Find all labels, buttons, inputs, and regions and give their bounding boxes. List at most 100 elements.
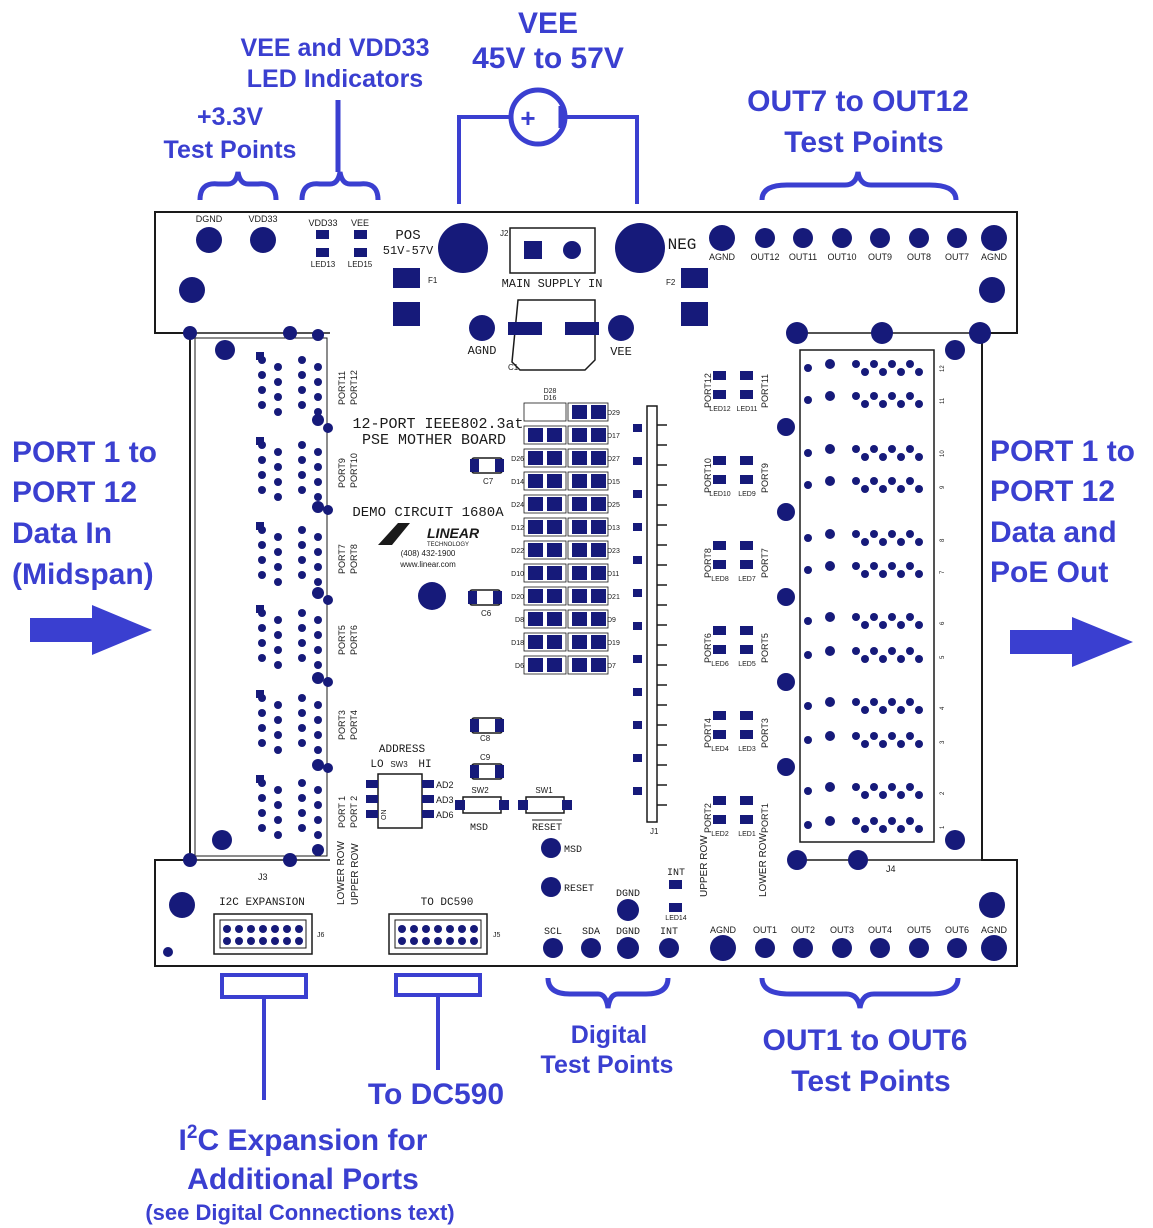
j4-pin [861,706,869,714]
j3-pin [298,356,306,364]
j3-pin [314,646,322,654]
tp-bottom-6 [947,938,967,958]
right-led-label-5-b: LED1 [738,831,756,838]
vee-negative-wire [565,115,639,204]
diode-labels: D26D14D24D12D22D10D20D8D18D6D29D17D27D15… [511,388,620,670]
j3-pin [258,809,266,817]
led-brace [299,171,381,201]
j3-pin [298,724,306,732]
left-port-label-b-4: PORT4 [349,710,359,740]
j3-pin [314,731,322,739]
j3-pin [314,463,322,471]
j4-pin [825,612,835,622]
j3-pin [314,578,322,586]
j4-pin [888,392,896,400]
j3-pin [314,448,322,456]
lower-row-right-label: LOWER ROW [758,833,769,897]
j3-pin [274,816,282,824]
linear-logo-text: LINEAR [427,525,480,541]
j4-pin [825,529,835,539]
diode-outline [523,471,567,491]
port-led-pad [713,390,726,399]
i2c-line1: I2C Expansion for [179,1122,428,1157]
j3-pin [298,824,306,832]
header-pin [422,937,430,945]
j4-pin [861,485,869,493]
right-line3: Data and [990,516,1117,549]
diode-pad [528,474,543,488]
j3-pin [314,533,322,541]
diode-pad [591,451,606,465]
j3-pin [314,616,322,624]
j4-pin [897,538,905,546]
header-pin [271,937,279,945]
j3-mount-pad [312,587,324,599]
tp-top-4 [870,228,890,248]
j6-label: J6 [317,932,325,939]
diode-pad [547,566,562,580]
digital-line1: Digital [571,1021,647,1049]
header-pin [458,925,466,933]
j3-pin [274,786,282,794]
tp-top-5 [909,228,929,248]
j4-jack-number-5: 7 [940,570,946,574]
diode-outline [567,609,609,629]
j3-corner-pad [183,853,197,867]
j3-pin [274,801,282,809]
right-port-label-4-b: PORT3 [760,718,770,748]
fuse-f1-top [393,268,420,288]
j3-pin [274,463,282,471]
port-led-pad [713,730,726,739]
j4-pin [915,825,923,833]
header-pin [223,937,231,945]
j4-pin [906,530,914,538]
j3-pin [298,541,306,549]
j4-pin [804,566,812,574]
left-port-label-b-5: PORT 2 [349,796,359,828]
j3-pin [298,779,306,787]
left-port-label-b-3: PORT6 [349,625,359,655]
j1-pad [633,424,642,432]
j1-pad [633,589,642,597]
diode-left-label-5: D10 [511,571,524,578]
j4-label: J4 [886,864,896,874]
tp-bottom-5 [909,938,929,958]
j4-pin [897,570,905,578]
diode-outline [567,494,609,514]
j3-mount-pad [312,501,324,513]
j4-pin [879,740,887,748]
j3-pin [274,631,282,639]
tp-bottom-0 [710,935,736,961]
j3-pin [258,709,266,717]
j1-pad [633,457,642,465]
j3-pin [258,541,266,549]
diode-pad [572,451,587,465]
tp-top-label-3: OUT10 [827,252,856,262]
port-led-pad [713,815,726,824]
port-led-pad [740,390,753,399]
diode-pad [591,589,606,603]
j4-pin [879,538,887,546]
diode-pad [572,566,587,580]
j3-pin [314,701,322,709]
j4-pin [852,698,860,706]
j4-pin [888,613,896,621]
diode-left-label-2: D24 [511,502,524,509]
port-led-pad [713,560,726,569]
header-pin [434,925,442,933]
tp-dgnd3 [617,937,639,959]
tp-bottom-3 [832,938,852,958]
j4-pin [906,647,914,655]
j4-pin [915,485,923,493]
diode-left-label-6: D20 [511,594,524,601]
neg-terminal [615,223,665,273]
j4-pin [870,477,878,485]
diode-right-label-6: D23 [607,548,620,555]
ad3-label: AD3 [436,795,454,805]
j4-pin [915,655,923,663]
out7-line2: Test Points [784,126,943,159]
j4-pin [915,791,923,799]
j3-pin [258,654,266,662]
